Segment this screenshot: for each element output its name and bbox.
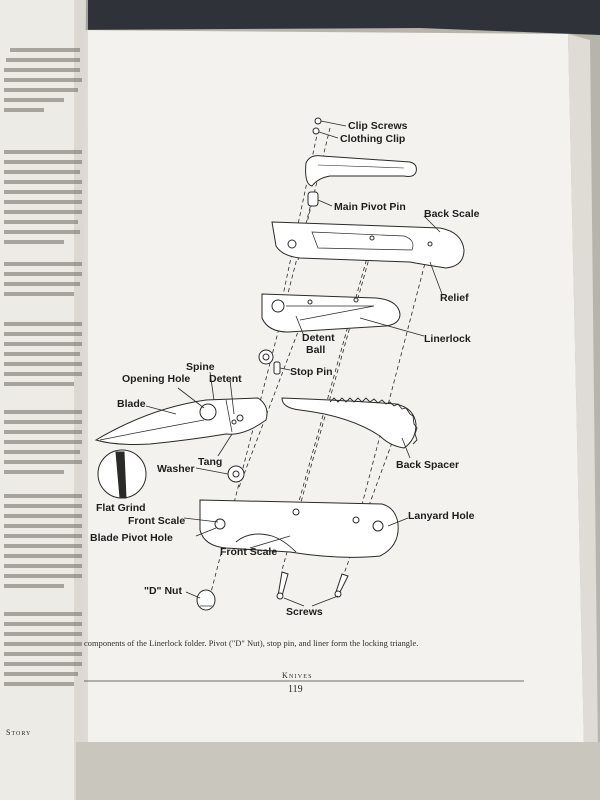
label-back-spacer: Back Spacer xyxy=(396,459,460,471)
main-pivot-pin-part xyxy=(307,191,319,207)
label-detent-ball-2: Ball xyxy=(306,344,326,356)
clothing-clip-part xyxy=(305,155,417,187)
label-back-scale: Back Scale xyxy=(424,208,480,220)
label-tang: Tang xyxy=(198,456,223,468)
leader-lines xyxy=(145,120,443,607)
footer-rule xyxy=(84,680,524,682)
label-main-pivot-pin: Main Pivot Pin xyxy=(334,201,406,213)
label-stop-pin: Stop Pin xyxy=(290,366,333,378)
label-flat-grind: Flat Grind xyxy=(96,502,146,514)
label-front-scale-2: Front Scale xyxy=(220,546,278,558)
knife-diagram xyxy=(94,117,465,611)
label-clothing-clip: Clothing Clip xyxy=(340,133,406,145)
label-spine: Spine xyxy=(186,361,215,373)
running-head: Knives xyxy=(282,671,313,680)
right-page xyxy=(70,30,584,748)
label-relief: Relief xyxy=(440,292,469,304)
label-clip-screws: Clip Screws xyxy=(348,120,408,132)
d-nut-part xyxy=(196,589,216,611)
label-d-nut: "D" Nut xyxy=(144,585,182,597)
label-detent: Detent xyxy=(209,373,242,385)
label-opening-hole: Opening Hole xyxy=(122,373,191,385)
label-washer: Washer xyxy=(157,463,195,475)
front-scale-part xyxy=(199,499,399,558)
label-linerlock: Linerlock xyxy=(424,333,471,345)
screws-part xyxy=(276,571,349,600)
page-number: 119 xyxy=(288,684,303,695)
page-edge xyxy=(568,34,598,756)
book-cover-edge xyxy=(60,0,600,35)
back-spacer-part xyxy=(281,397,417,449)
liner-part xyxy=(261,293,401,333)
stop-pin-part xyxy=(273,361,281,375)
label-detent-ball-1: Detent xyxy=(302,332,335,344)
detent-ball-part xyxy=(258,349,274,365)
label-blade-pivot-hole: Blade Pivot Hole xyxy=(90,532,173,544)
label-blade: Blade xyxy=(117,398,146,410)
label-lanyard-hole: Lanyard Hole xyxy=(408,510,475,522)
label-screws: Screws xyxy=(286,606,323,618)
back-scale-part xyxy=(271,221,465,269)
figure-caption: components of the Linerlock folder. Pivo… xyxy=(84,639,419,648)
washer-part xyxy=(227,465,245,483)
clip-screws-part xyxy=(312,117,322,135)
left-page-footer: Story xyxy=(6,728,32,737)
blade-part xyxy=(94,397,268,445)
left-page-text xyxy=(0,0,84,800)
label-front-scale-1: Front Scale xyxy=(128,515,186,527)
